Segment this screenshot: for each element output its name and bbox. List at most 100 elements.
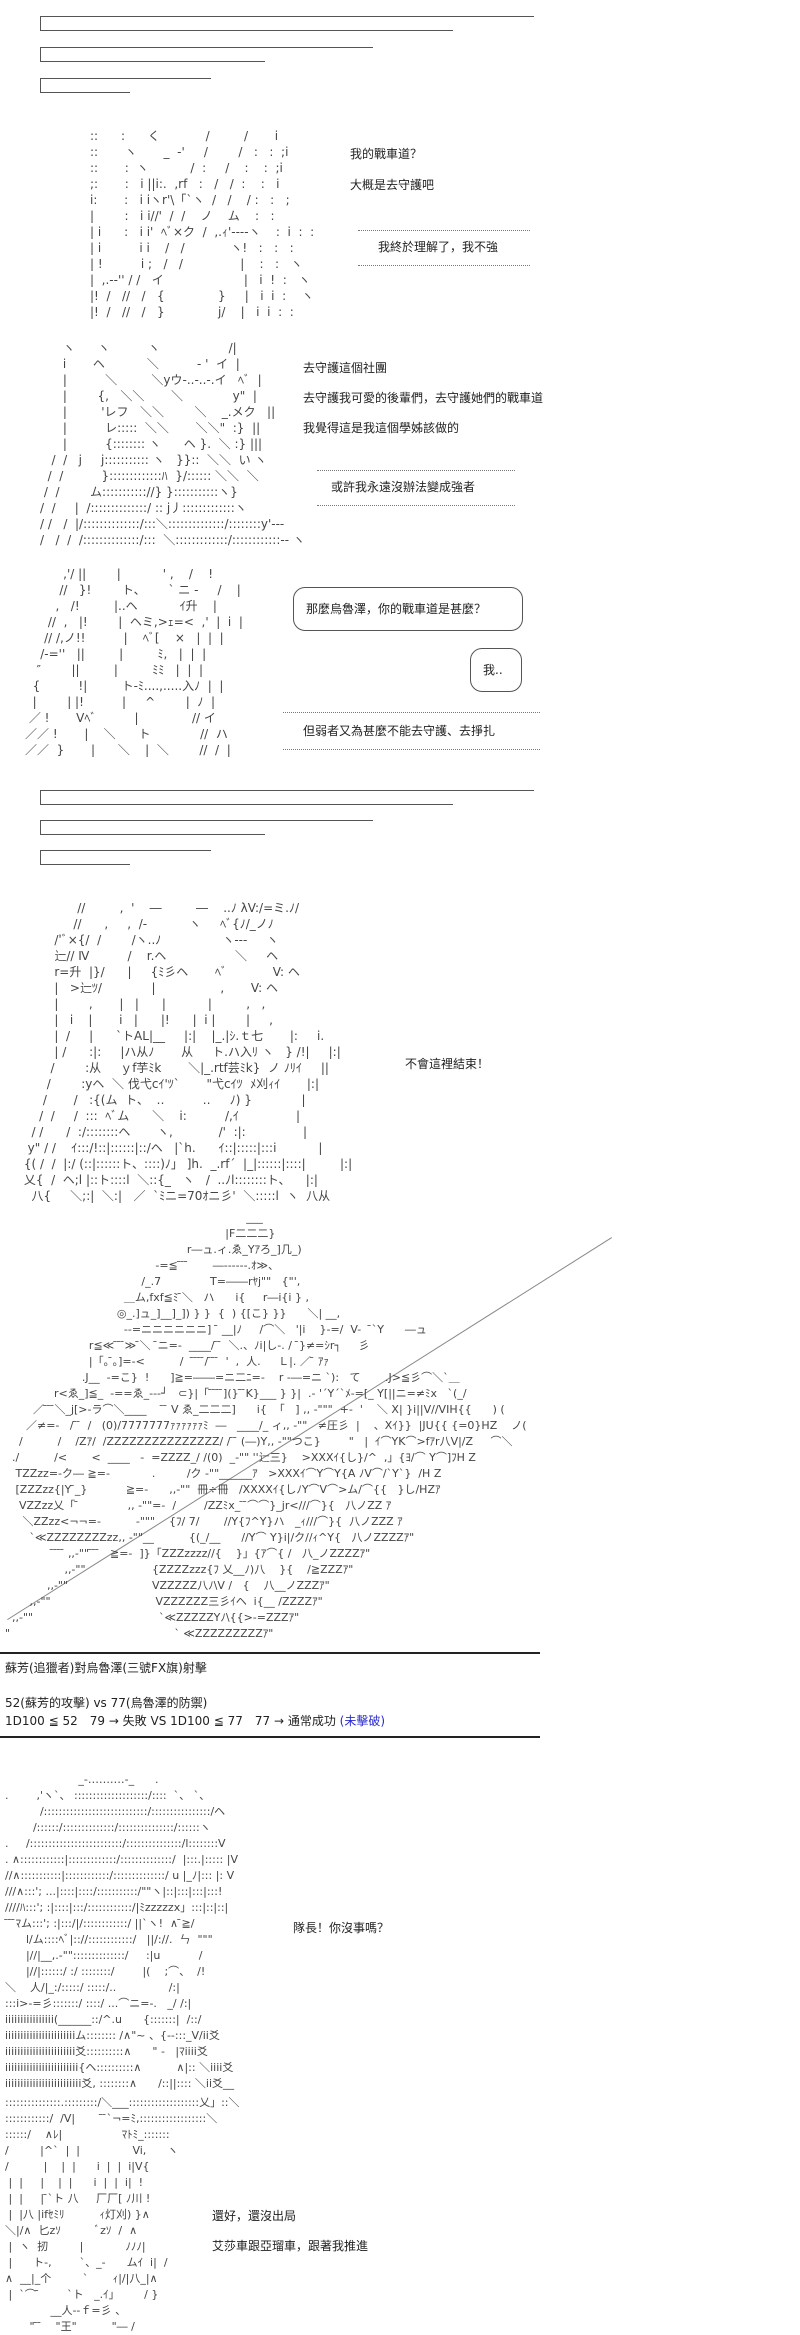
battle-versus: 52(蘇芳的攻擊) vs 77(烏魯澤的防禦): [5, 1696, 208, 1710]
ascii-art-line: . ,'ヽ`、 ::::::::::::::::::::/:::: `、 `、: [5, 1789, 211, 1802]
ascii-art-line: /‐='' || | ﾐ, | | |: [25, 647, 207, 661]
ascii-art-line: | `⌒ ̄ `ト _.ｲ」 / }: [5, 2288, 159, 2301]
divider-top: [0, 1652, 540, 1654]
ascii-art-line: ＼ZZzz<¬¬=- -""" {ﾌ/ 7/ //Y{ﾌ^Y}ハ _ｨ///⌒}…: [5, 1515, 403, 1528]
ascii-art-line: iiiiiiiiiiiiiiiiiiiiiiii{ヘ::::::::::∧ ∧|…: [5, 2061, 234, 2074]
ascii-art-line: | | |! | ^ | ﾉ |: [25, 695, 216, 709]
ascii-art-character-5: _-‥‥‥‥‥-_ .. ,'ヽ`、 ::::::::::::::::::::/…: [5, 1772, 238, 2092]
ascii-art-line: / :从 ｙf芋ﾐk ＼|_.rtf芸ﾐk} ノ ﾉﾘｲ ||: [20, 1061, 329, 1075]
ascii-art-line: :: ヽ _ ‐' / / : : ;i: [90, 145, 289, 159]
ascii-art-line: // , ' ― ― ..ﾉ λV:/=ミ.ﾉ/: [20, 901, 299, 915]
ascii-art-line: ‐-=ニニニニニニ] ̄ __|ﾉ /⌒＼ '|i }-=/ V- ̄`Y ―ュ: [5, 1323, 427, 1336]
dialogue-line: 去守護這個社團: [303, 361, 388, 375]
ascii-art-line: / / / |/::::::::::::::/:::＼:::::::::::::…: [40, 517, 285, 531]
ascii-art-line: ／ ! Vﾍﾞ | // イ: [25, 711, 216, 725]
ascii-art-line: |//|__,.-""::::::::::::::/ :|u /: [5, 1949, 203, 1962]
ascii-art-character-6: :::::::::::::::.:::::::::/＼___::::::::::…: [5, 2095, 239, 2335]
ascii-art-line: ＿ム,fxf≦ﾐ ̄＼ ハ i{ r―i{i } ,: [5, 1291, 309, 1304]
dialogue-line: 去守護我可愛的後輩們，去守護她們的戰車道: [303, 391, 544, 405]
ascii-art-line: ／／ } | ＼ | ＼ // / |: [25, 743, 231, 757]
ascii-art-line: ,'/ || | ' , / !: [25, 567, 214, 581]
scene-bracket-1: [40, 790, 534, 805]
ascii-art-line: | >辷ﾂ/ | , V: ヘ: [20, 981, 278, 995]
speech-text: 那麼烏魯澤，你的戰車道是甚麼？: [306, 602, 487, 616]
ascii-art-line: , /! |..ヘ ｲ升 |: [25, 599, 217, 613]
ascii-art-line: ////ﾊ:::'; :|::::|:::/::::::::::::/|ﾐzzz…: [5, 1901, 229, 1914]
dialogue-line: 大概是去守護吧: [350, 178, 435, 192]
ascii-art-line: l/ム::::ﾍﾞ|:://::::::::::::/ ||/://. ㄣ ""…: [5, 1933, 213, 1946]
ascii-art-character-3: ,'/ || | ' , / ! // }! ト、 ` ニ - / | , /!…: [25, 566, 243, 758]
ascii-art-line: :::i>-=彡:::::::/ ::::/ ...⌒ニ=-. _/ /:|: [5, 1997, 192, 2010]
ascii-art-line: ̄ ̄ ̄ ̄ ,,-"" ̄ ̄ ̄ ≧=- ]}「ZZZzzzz//{ }」…: [5, 1547, 371, 1560]
roll-text: 1D100 ≦ 52 79 → 失敗 VS 1D100 ≦ 77 77 → 通常…: [5, 1714, 340, 1728]
thought-text: 或許我永遠沒辦法變成強者: [331, 480, 476, 494]
ascii-art-line: /'ﾞ×{/ / /ヽ..ﾉ ヽ‐‐‐ ヽ: [20, 933, 279, 947]
ascii-art-line: |//|::::::/ :/ ::::::::/ |( ;⌒、 /!: [5, 1965, 206, 1978]
ascii-art-line: . /:::::::::::::::::::::::::/:::::::::::…: [5, 1837, 226, 1850]
ascii-art-line: " ` ≪ZZZZZZZZZｱ": [5, 1627, 274, 1640]
dialogue-line: 我的戰車道？: [350, 147, 423, 161]
ascii-art-line: | {:::::::: ヽ ヘ }. ＼ :} |||: [40, 437, 263, 451]
ascii-art-line: / | | | i | | i|V{: [5, 2160, 150, 2173]
ascii-art-line: ̄ ̄ ̄ﾏム:::'; :|:::/|/::::::::::::/ ||`ヽ!…: [5, 1917, 195, 1930]
ascii-art-line: / / ム::::::::::://} }:::::::::::ヽ}: [40, 485, 238, 499]
ascii-art-line: :: : ヽ / : / : : ;i: [90, 161, 283, 175]
ascii-art-line: iiiiiiiiiiiiiiiiiiiiiiiム:::::::: /∧"~ 、{…: [5, 2029, 220, 2042]
ascii-art-line: 辷// Ⅳ / r.ヘ ＼ ヘ: [20, 949, 279, 963]
ascii-art-line: ;: : i ||i:. ,rf : / / : : i: [90, 177, 280, 191]
ascii-art-line: _-‥‥‥‥‥-_ .: [5, 1773, 159, 1786]
ascii-art-line: | |八 |ifｾﾐﾘ ｨ灯刈) }∧: [5, 2208, 150, 2221]
ascii-art-line: / :yヘ ＼ 伐弋cｲ'ﾂ` "弋cｲﾂ ﾒ刈ｨｲ |:|: [20, 1077, 320, 1091]
ascii-art-character-2: ヽ ヽ ヽ /| i ヘ ＼ - ' イ | | ＼ ＼yウ-..-..-.イ …: [40, 340, 305, 548]
ascii-art-line: ///∧:::'; ...|::::|::::/:::::::::::/""ヽ|…: [5, 1885, 223, 1898]
ascii-art-line: / / j j::::::::::: ヽ }}:: ＼＼ い ヽ: [40, 453, 267, 467]
ascii-art-line: | ヽ 扨 | ﾉﾉﾉ|: [5, 2240, 146, 2253]
ascii-art-line: __人‐‐ｆ=彡 、: [5, 2304, 127, 2317]
ascii-art-line: | : i i//' / / ノ ム : :: [90, 209, 275, 223]
speech-bubble-reply: 我..: [470, 648, 522, 692]
ascii-art-line: |! / // / { } | i i : ヽ: [90, 289, 314, 303]
ascii-art-line: ／ ̄ ̄ ̄＼_j[>-ラ⌒＼____ ̄ ̄ V ゑ_二二二] i{ 「 ]…: [5, 1403, 505, 1416]
ascii-art-line: | レ::::: ＼＼ ＼＼" :} ||: [40, 421, 261, 435]
ascii-art-line: :: : く / / i: [90, 129, 279, 143]
ascii-art-line: ,,-"" VZZZZZ八ﾉ\V / { 八__ノZZZｱ": [5, 1579, 330, 1592]
ascii-art-character-1: :: : く / / i:: ヽ _ ‐' / / : : ;i:: : ヽ /…: [90, 128, 314, 320]
ascii-art-line: / / / ::: ﾍﾞム ＼ i: /,ｲ |: [20, 1109, 301, 1123]
ascii-art-line: / / }:::::::::::::ﾊ }/:::::: ＼＼ ＼: [40, 469, 259, 483]
ascii-art-line: | i | i | |! | i | | ,: [20, 1013, 273, 1027]
ascii-art-line: / / :{(ム ト、 ‥ ‥ ﾉ) } |: [20, 1093, 306, 1107]
ascii-art-line: ヽ ヽ ヽ /|: [40, 341, 237, 355]
ascii-art-line: |「｡ ̄｡]=-< / ̄ ̄ ̄ ̄/ ̄ ̄ ̄ ' , 人. Ｌ|. ／…: [5, 1355, 329, 1368]
dialogue-line: 我覺得這是我這個學姊該做的: [303, 421, 460, 435]
roll-result: (未擊破): [339, 1714, 386, 1728]
ascii-art-line: / / / /::::::::::::::/::: ＼:::::::::::::…: [40, 533, 305, 547]
ascii-art-line: |! / // / } j/ | i i : :: [90, 305, 294, 319]
ascii-art-line: -=≦ ̄ ̄ ̄ ―‐‐‐‐‐‐.ｵ≫、: [5, 1259, 280, 1272]
dialogue-line: 還好，還沒出局: [212, 2209, 297, 2223]
ascii-art-line: r<ゑ_]≦_ -==ゑ_‐‐‐┘ ⊂}|「 ̄ ̄ ̄ ̄](} ̄ ̄K}_…: [5, 1387, 467, 1400]
ascii-art-line: | {, ＼＼ ＼ y" |: [40, 389, 257, 403]
scene-bracket-3: [40, 850, 211, 865]
ascii-art-line: //∧:::::::::::|::::::::::::/::::::::::::…: [5, 1869, 235, 1882]
ascii-art-line: | i : i i' ﾍﾞ×ク / ,.ｨ'‐‐‐‐ヽ : i : :: [90, 225, 315, 239]
ascii-art-line: / / /Zｱ/ /ZZZZZZZZZZZZZZZ/ / ̄ ̄ (―)Y,, …: [5, 1435, 513, 1448]
ascii-art-line: iiiiiiiiiiiiiiiiiiiiiiiii爻, ::::::::∧ /:…: [5, 2077, 235, 2090]
ascii-art-line: | | | ̄`ト 八 厂厂[ ﾉ川 !: [5, 2192, 151, 2205]
ascii-art-line: | ! i ; / / | : : ヽ: [90, 257, 303, 271]
thought-box: 但弱者又為甚麼不能去守護、去掙扎: [283, 712, 540, 750]
ascii-art-tank: ___ |F二二二} r―ュ.ィ.ゑ_Yｱろ_]几_) -=≦ ̄ ̄ ̄ ―: [5, 1210, 527, 1642]
ascii-art-line: // }! ト、 ` ニ - / |: [25, 583, 241, 597]
ascii-art-line: / / / :/::::::::ヘ ヽ, /' :|: |: [20, 1125, 307, 1139]
ascii-art-line: /::::::::::::::::::::::::::::/::::::::::…: [5, 1805, 226, 1818]
thought-text: 我終於理解了，我不強: [378, 240, 499, 254]
ascii-art-line: i ヘ ＼ - ' イ |: [40, 357, 240, 371]
ascii-art-line: ,,-"" `≪ZZZZZYﾉ\{{>-=ZZZｱ": [5, 1611, 300, 1624]
battle-roll: 1D100 ≦ 52 79 → 失敗 VS 1D100 ≦ 77 77 → 通常…: [5, 1713, 385, 1730]
speech-bubble: 那麼烏魯澤，你的戰車道是甚麼？: [293, 587, 523, 631]
ascii-art-line: [ZZZzz{|Y ̄_} ≧=- ,,-"" 冊÷冊 /XXXXｲ{しﾉY⌒V…: [5, 1483, 441, 1496]
ascii-art-line: y" / / ｲ:::/!::|::::::|::/ヘ |`h. ｲ::|:::…: [20, 1141, 323, 1155]
ascii-art-line: | ,.-‐'' / / イ | i ! : ヽ: [90, 273, 311, 287]
ascii-art-character-4: // , ' ― ― ..ﾉ λV:/=ミ.ﾉ/ // , , /‐ ヽ ﾍﾞ{…: [20, 900, 352, 1204]
ascii-art-line: r―ュ.ィ.ゑ_Yｱろ_]几_): [5, 1243, 302, 1256]
ascii-art-line: /_.7 T=――rﾔj"" {"',: [5, 1275, 301, 1288]
